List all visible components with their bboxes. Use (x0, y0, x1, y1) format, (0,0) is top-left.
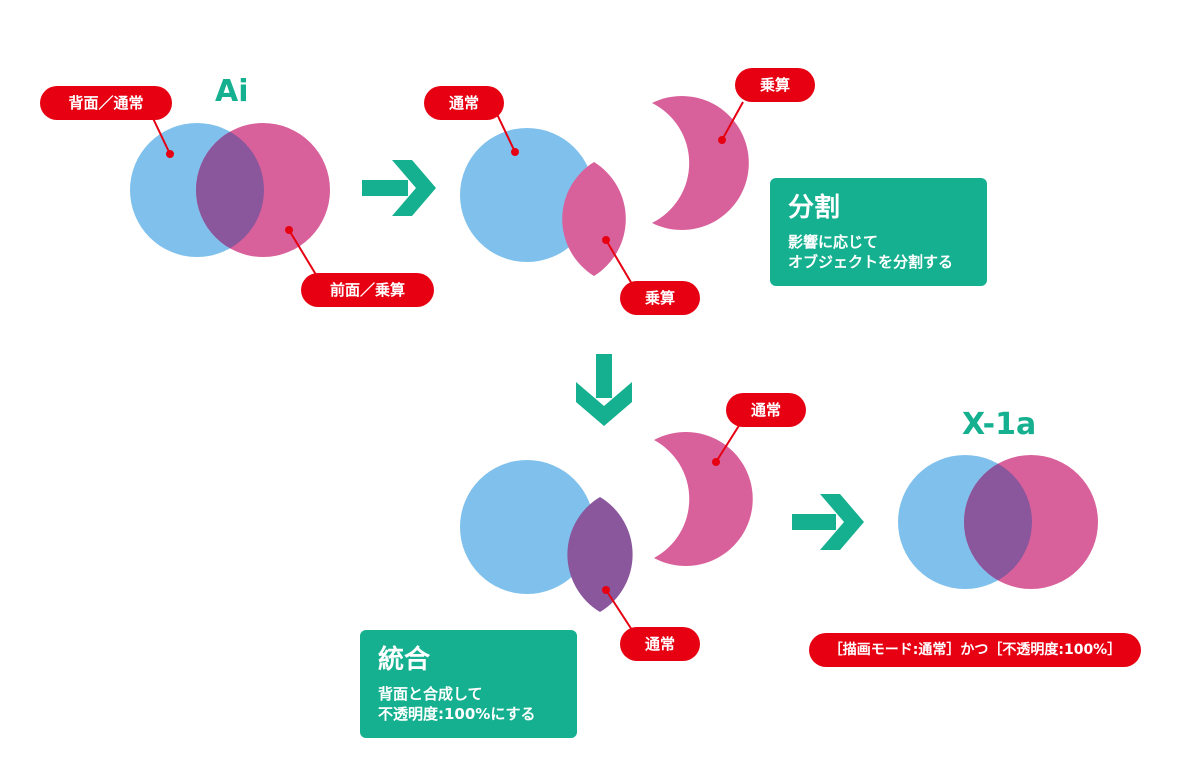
ai-circles (130, 123, 330, 257)
x1a-heading: X-1a (962, 407, 1037, 442)
note-split: 分割 影響に応じて オブジェクトを分割する (770, 178, 987, 286)
label-ai-front: 前面／乗算 (301, 273, 434, 307)
arrow-down-icon (576, 354, 632, 426)
note-split-title: 分割 (788, 193, 841, 223)
x1a-circles (898, 455, 1098, 589)
note-merge: 統合 背面と合成して 不透明度:100%にする (360, 630, 577, 738)
split-normal-circle (460, 128, 594, 262)
label-split-normal: 通常 (424, 86, 504, 120)
merge-normal-circle (460, 460, 594, 594)
note-split-line2: オブジェクトを分割する (788, 253, 954, 271)
label-merge-moon: 通常 (726, 393, 806, 427)
note-merge-title: 統合 (378, 645, 431, 675)
label-merge-lens: 通常 (620, 627, 700, 661)
x1a-overlap-region (964, 455, 1032, 589)
note-split-line1: 影響に応じて (788, 233, 879, 251)
arrow-right-icon (362, 160, 436, 216)
callout-dots (166, 136, 726, 594)
split-shapes (460, 96, 749, 276)
label-split-moon: 乗算 (735, 68, 815, 102)
label-x1a-condition: ［描画モード:通常］かつ［不透明度:100%］ (809, 633, 1141, 667)
callout-leaders (149, 101, 744, 631)
split-moon-shape (652, 96, 749, 231)
arrow-right-icon (792, 494, 864, 550)
label-split-lens: 乗算 (620, 281, 700, 315)
label-ai-back: 背面／通常 (40, 86, 172, 120)
ai-heading: Ai (215, 74, 249, 109)
note-merge-line1: 背面と合成して (378, 685, 483, 703)
ai-overlap-region (196, 123, 264, 257)
note-merge-line2: 不透明度:100%にする (378, 705, 536, 723)
merge-lens-shape (567, 497, 633, 612)
merge-moon-shape (654, 431, 753, 567)
merge-shapes (460, 431, 753, 612)
